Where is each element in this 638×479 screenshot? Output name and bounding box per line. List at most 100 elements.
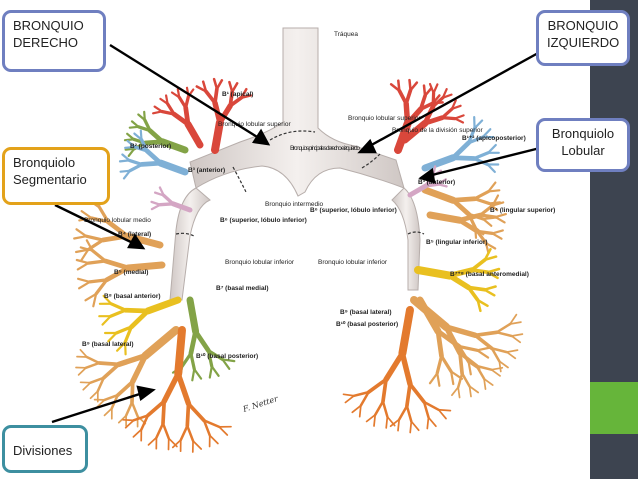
- label-lobular-inferior-left: Bronquio lobular inferior: [318, 259, 388, 266]
- branch-basal-lateral-left: [490, 366, 504, 371]
- branch-apical: [217, 103, 233, 126]
- branch-basal-anterior: [109, 302, 128, 312]
- branch-basal-lateral-left: [509, 321, 522, 325]
- branch-basal-posterior-left: [405, 382, 412, 408]
- branch-medial: [94, 278, 109, 296]
- branch-basal-left: [457, 344, 479, 352]
- branch-basal-posterior-left: [386, 415, 396, 427]
- branch-basal-posterior: [146, 399, 167, 418]
- branch-basal-lateral: [117, 414, 127, 424]
- branch-medial: [84, 292, 98, 302]
- branch-basal-posterior-left: [373, 400, 385, 417]
- branch-anterior-left: [450, 140, 472, 161]
- branch-apical: [201, 80, 208, 93]
- branch-basal-posterior-left: [426, 416, 430, 430]
- branch-basal-anteromedial: [483, 288, 496, 297]
- branch-basal-posterior-left: [399, 350, 413, 387]
- branch-basal-left: [436, 372, 441, 387]
- branch-apicoposterior: [397, 79, 401, 93]
- branch-superior-right: [170, 201, 193, 213]
- branch-lingular: [450, 197, 472, 217]
- branch-basal-lateral: [130, 379, 135, 405]
- branch-basal-anterior: [102, 294, 113, 305]
- branch-anterior-left: [467, 135, 485, 145]
- branch-anterior-right: [124, 145, 136, 150]
- branch-basal-medial: [191, 368, 196, 382]
- label-division-superior: Bronquio de la división superior: [392, 127, 484, 134]
- branch-lingular: [487, 181, 497, 193]
- branch-basal-lateral: [82, 381, 92, 391]
- branch-basal-anteromedial: [470, 257, 487, 272]
- branch-superior-right: [161, 193, 175, 206]
- branch-basal-lateral-left: [473, 330, 499, 338]
- branch-anterior-right: [133, 132, 143, 141]
- branch-basal-posterior-left: [408, 382, 426, 404]
- branch-medial: [124, 261, 166, 272]
- branch-posterior: [158, 138, 189, 154]
- branch-apical: [164, 94, 169, 105]
- branch-apical: [183, 105, 191, 127]
- branch-lingular: [484, 242, 497, 250]
- branch-basal-medial: [180, 351, 193, 369]
- right-main-bronchus: [169, 187, 211, 301]
- branch-basal-left: [435, 354, 444, 375]
- branch-basal-lateral: [89, 376, 106, 384]
- branch-lingular: [457, 217, 480, 234]
- branch-basal-medial: [210, 365, 220, 377]
- branch-basal-lateral-left: [473, 333, 494, 351]
- branch-basal-medial: [186, 296, 200, 335]
- branch-basal-posterior-left: [351, 404, 362, 414]
- branch-basal-lateral: [101, 362, 121, 380]
- label-medial: B⁵ (medial): [114, 269, 148, 276]
- branch-lateral: [105, 219, 130, 239]
- branch-medial: [88, 278, 109, 284]
- branch-basal-lateral: [84, 361, 101, 370]
- branch-apicoposterior: [422, 115, 445, 126]
- branch-basal-posterior: [122, 418, 135, 422]
- branch-basal-posterior-left: [397, 418, 401, 432]
- branch-anterior-left: [421, 154, 457, 172]
- branch-basal-medial: [221, 358, 231, 370]
- branch-basal-lateral-left: [483, 377, 487, 390]
- branch-anterior-left: [481, 128, 492, 139]
- branch-basal-left: [450, 370, 455, 386]
- branch-apical: [153, 105, 163, 113]
- label-basal-anterior-right: B⁸ (basal anterior): [104, 293, 161, 300]
- branch-posterior: [124, 147, 136, 151]
- callout-bronquiolo-segmentario: Bronquiolo Segmentario: [2, 147, 110, 205]
- branch-basal-lateral: [115, 352, 149, 368]
- branch-lateral: [74, 248, 90, 254]
- branch-basal-posterior: [132, 428, 143, 438]
- branch-medial: [76, 277, 91, 284]
- branch-apicoposterior: [441, 87, 448, 99]
- label-superior-left: B⁶ (superior, lóbulo inferior): [310, 207, 397, 214]
- branch-basal-posterior-left: [365, 413, 377, 423]
- branch-superior-right: [150, 200, 162, 206]
- branch-lingular: [478, 203, 495, 217]
- branch-lingular: [494, 212, 508, 219]
- branch-basal-anteromedial: [414, 266, 454, 280]
- branch-anterior-right: [122, 169, 132, 180]
- arrow-head: [251, 128, 271, 146]
- branch-basal-lateral: [129, 352, 149, 385]
- branch-basal-left: [435, 328, 444, 359]
- branch-lingular: [491, 201, 505, 207]
- branch-basal-posterior: [132, 414, 150, 422]
- branch-basal-left: [457, 344, 471, 364]
- branch-apicoposterior: [401, 119, 429, 144]
- branch-apical: [165, 102, 176, 116]
- branch-anterior-left: [487, 143, 497, 154]
- branch-medial: [90, 248, 107, 263]
- branch-basal-lateral-left: [468, 385, 480, 394]
- branch-basal-posterior-left: [381, 400, 389, 419]
- branch-basal-lateral: [96, 399, 106, 408]
- label-basal-lateral-left: B⁹ (basal lateral): [340, 309, 392, 316]
- branch-basal-posterior-left: [397, 404, 409, 421]
- branch-basal-left: [476, 346, 492, 352]
- branch-lateral: [100, 233, 130, 243]
- branch-basal-anteromedial: [470, 268, 490, 275]
- branch-basal-posterior-left: [437, 408, 447, 420]
- branch-basal-posterior-left: [422, 400, 430, 419]
- branch-lingular: [473, 197, 491, 206]
